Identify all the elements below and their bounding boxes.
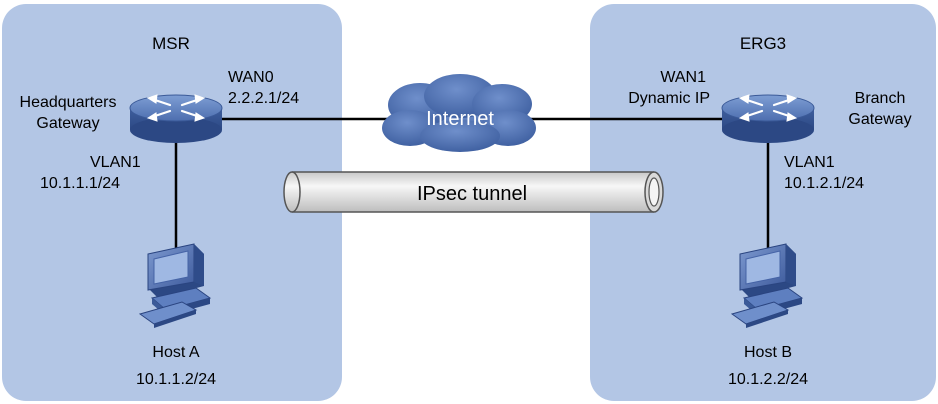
branch-wan-interface: WAN1: [660, 69, 706, 86]
branch-wan-ip: Dynamic IP: [628, 90, 710, 107]
host-a-name: Host A: [152, 344, 199, 361]
headquarters-site-name: MSR: [152, 34, 190, 53]
branch-lan-ip: 10.1.2.1/24: [784, 175, 864, 192]
hq-lan-ip: 10.1.1.1/24: [40, 175, 120, 192]
branch-router-label-line2: Gateway: [848, 111, 911, 128]
hq-router-label-line2: Gateway: [36, 115, 99, 132]
branch-router-label-line1: Branch: [855, 90, 906, 107]
host-b-ip: 10.1.2.2/24: [728, 371, 808, 388]
headquarters-site-area: [2, 4, 342, 401]
hq-router-label-line1: Headquarters: [20, 94, 117, 111]
hq-wan-ip: 2.2.2.1/24: [228, 90, 299, 107]
branch-site-area: [590, 4, 936, 401]
internet-label: Internet: [426, 108, 494, 130]
host-a-ip: 10.1.1.2/24: [136, 371, 216, 388]
branch-site-name: ERG3: [740, 34, 786, 53]
branch-router-icon: [720, 93, 816, 145]
internet-cloud-icon: [382, 74, 536, 152]
tunnel-pipe-icon: [283, 171, 664, 213]
host-b-name: Host B: [744, 344, 792, 361]
tunnel-label: IPsec tunnel: [417, 183, 527, 205]
hq-wan-interface: WAN0: [228, 69, 274, 86]
headquarters-router-icon: [128, 93, 224, 145]
hq-lan-interface: VLAN1: [90, 154, 141, 171]
branch-lan-interface: VLAN1: [784, 154, 835, 171]
